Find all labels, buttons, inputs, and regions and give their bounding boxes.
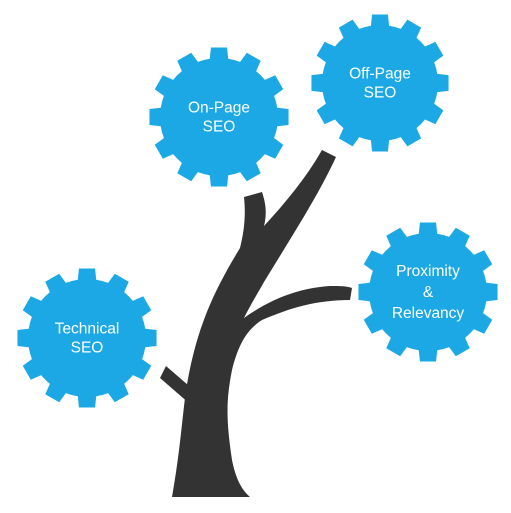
tree-trunk: [160, 150, 352, 497]
gear-off-page-seo-label-2: SEO: [364, 85, 397, 102]
gear-proximity-relevancy-shape: [358, 222, 498, 362]
gear-off-page-seo-label: Off-Page: [349, 66, 411, 83]
branch-left-stub: [160, 366, 196, 404]
gear-proximity-relevancy-label: Proximity: [396, 263, 460, 280]
gear-on-page-seo: On-Page SEO: [149, 47, 289, 187]
gear-on-page-seo-label: On-Page: [188, 100, 250, 117]
gear-on-page-seo-shape: [149, 47, 289, 187]
gear-on-page-seo-label-2: SEO: [203, 119, 236, 136]
gear-technical-seo-shape: [17, 268, 157, 408]
gear-proximity-relevancy-label-3: Relevancy: [392, 305, 465, 322]
gear-proximity-relevancy: Proximity & Relevancy: [358, 222, 498, 362]
gear-technical-seo-label: Technical: [55, 321, 120, 338]
gear-off-page-seo: Off-Page SEO: [311, 14, 449, 152]
gear-technical-seo: Technical SEO: [17, 268, 157, 408]
trunk-main: [172, 150, 352, 497]
gear-off-page-seo-shape: [311, 14, 449, 152]
gear-technical-seo-label-2: SEO: [71, 340, 104, 357]
gear-proximity-relevancy-label-2: &: [423, 284, 434, 301]
